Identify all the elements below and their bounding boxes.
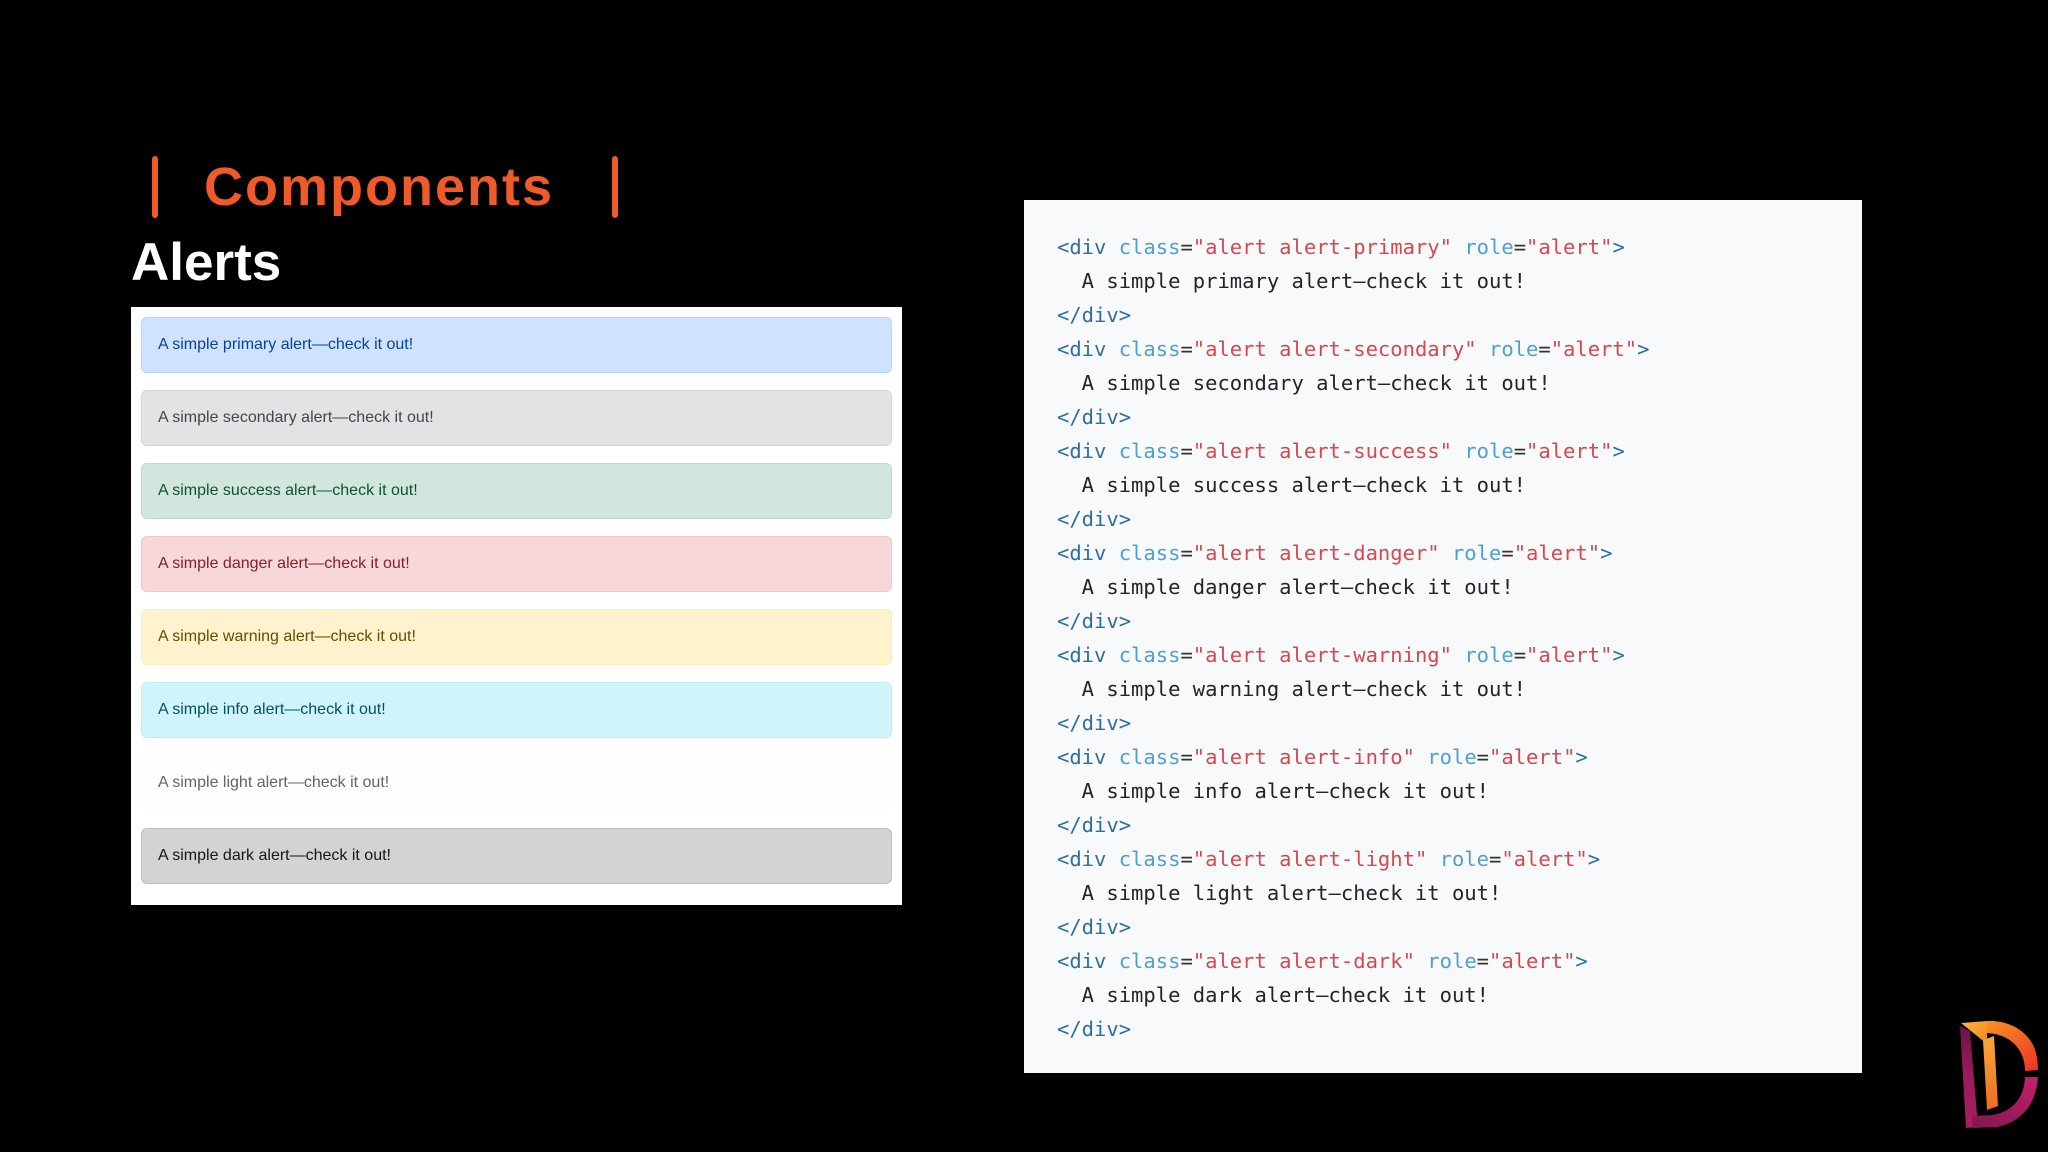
code-line: A simple info alert—check it out!: [1057, 779, 1489, 803]
code-line: A simple primary alert—check it out!: [1057, 269, 1526, 293]
code-line: </div>: [1057, 609, 1132, 633]
slide-header: Components: [152, 156, 618, 218]
code-line: A simple light alert—check it out!: [1057, 881, 1502, 905]
alert-warning: A simple warning alert—check it out!: [141, 609, 892, 665]
code-line: <div class="alert alert-light" role="ale…: [1057, 847, 1601, 871]
code-line: <div class="alert alert-success" role="a…: [1057, 439, 1625, 463]
title-left-bar: [152, 156, 158, 218]
code-line: <div class="alert alert-dark" role="aler…: [1057, 949, 1588, 973]
alert-danger: A simple danger alert—check it out!: [141, 536, 892, 592]
code-line: </div>: [1057, 303, 1132, 327]
code-line: </div>: [1057, 405, 1132, 429]
code-line: </div>: [1057, 915, 1132, 939]
code-line: A simple warning alert—check it out!: [1057, 677, 1526, 701]
alert-light: A simple light alert—check it out!: [141, 755, 892, 811]
alert-info: A simple info alert—check it out!: [141, 682, 892, 738]
section-heading: Alerts: [131, 233, 282, 292]
code-line: <div class="alert alert-primary" role="a…: [1057, 235, 1625, 259]
title-right-bar: [612, 156, 618, 218]
code-line: A simple dark alert—check it out!: [1057, 983, 1489, 1007]
alert-primary: A simple primary alert—check it out!: [141, 317, 892, 373]
code-line: A simple secondary alert—check it out!: [1057, 371, 1551, 395]
code-line: </div>: [1057, 1017, 1132, 1041]
code-line: <div class="alert alert-info" role="aler…: [1057, 745, 1588, 769]
logo-left-bar: [1960, 1026, 1978, 1128]
code-line: <div class="alert alert-warning" role="a…: [1057, 643, 1625, 667]
alert-success: A simple success alert—check it out!: [141, 463, 892, 519]
alerts-demo-panel: A simple primary alert—check it out! A si…: [131, 307, 902, 905]
code-line: A simple success alert—check it out!: [1057, 473, 1526, 497]
code-line: <div class="alert alert-secondary" role=…: [1057, 337, 1650, 361]
alert-secondary: A simple secondary alert—check it out!: [141, 390, 892, 446]
logo-upper-bowl: [1987, 1020, 2038, 1071]
code-line: </div>: [1057, 711, 1132, 735]
code-snippet-panel: <div class="alert alert-primary" role="a…: [1024, 200, 1862, 1073]
logo-stem: [1983, 1036, 1998, 1110]
code-line: A simple danger alert—check it out!: [1057, 575, 1514, 599]
logo-wedge: [1961, 1021, 1987, 1044]
code-line: </div>: [1057, 507, 1132, 531]
code-line: <div class="alert alert-danger" role="al…: [1057, 541, 1613, 565]
code-line: </div>: [1057, 813, 1132, 837]
alert-dark: A simple dark alert—check it out!: [141, 828, 892, 884]
logo-lower-bowl: [1972, 1077, 2038, 1128]
code-block: <div class="alert alert-primary" role="a…: [1057, 230, 1862, 1046]
page-title: Components: [204, 157, 554, 217]
brand-d-logo: [1960, 1020, 2038, 1128]
